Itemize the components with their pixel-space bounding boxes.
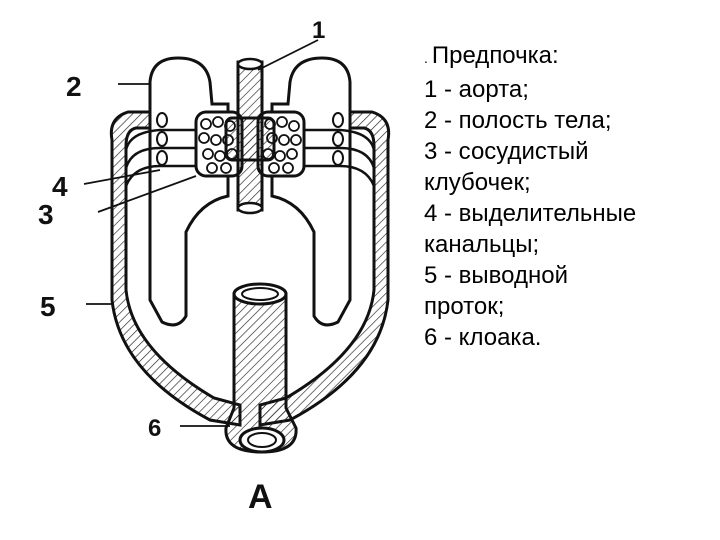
excretory-tubules (124, 128, 376, 187)
legend-item-duct: 5 - выводной (424, 262, 568, 289)
legend-item-glomerulus-cont: клубочек; (424, 169, 531, 196)
legend-item-aorta: 1 - аорта; (424, 76, 529, 103)
callout-5: 5 (40, 291, 56, 322)
pronephros-diagram: 1 2 4 3 5 6 А (38, 17, 391, 516)
legend-item-duct-cont: проток; (424, 293, 505, 320)
legend-item-glomerulus: 3 - сосудистый (424, 138, 589, 165)
legend-marker: . (424, 50, 428, 66)
legend-title: Предпочка: (431, 42, 559, 69)
excretory-duct (109, 110, 391, 427)
cloaca (224, 282, 298, 454)
legend-item-tubules-cont: канальцы; (424, 231, 540, 258)
legend-item-tubules: 4 - выделительные (424, 200, 637, 227)
tubule-openings (156, 112, 344, 166)
callout-4: 4 (52, 171, 68, 202)
callout-3: 3 (38, 199, 54, 230)
legend-item-cloaca: 6 - клоака. (424, 324, 542, 351)
legend: .Предпочка: 1 - аорта; 2 - полость тела;… (424, 40, 716, 353)
aorta (224, 57, 276, 215)
callout-6: 6 (148, 415, 161, 442)
legend-title-line: .Предпочка: (424, 40, 716, 74)
legend-item-body-cavity: 2 - полость тела; (424, 107, 612, 134)
callout-leaders (83, 39, 319, 427)
figure-caption: А (248, 478, 273, 516)
callout-2: 2 (66, 71, 82, 102)
callout-1: 1 (312, 17, 325, 44)
